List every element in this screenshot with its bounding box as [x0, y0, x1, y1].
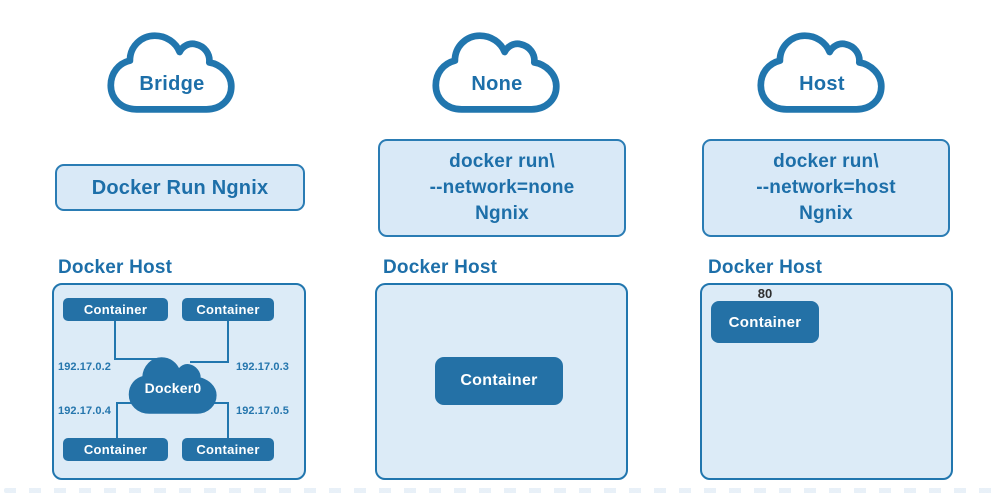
command-box-host: docker run\ --network=host Ngnix	[702, 139, 950, 237]
cloud-label: Bridge	[139, 73, 205, 95]
ip-label: 192.17.0.2	[58, 361, 111, 373]
bridge-network-cloud: Bridge	[104, 29, 240, 117]
command-text: Docker Run Ngnix	[91, 176, 269, 199]
ip-label: 192.17.0.5	[236, 405, 289, 417]
container-label: Container	[83, 302, 148, 317]
command-text-line: Ngnix	[799, 203, 853, 224]
docker0-label: Docker0	[144, 380, 202, 396]
none-network-cloud: None	[429, 29, 565, 117]
container-label: Container	[196, 302, 260, 317]
cloud-icon	[432, 32, 560, 113]
command-text-line: docker run\	[449, 151, 555, 172]
container-box: Container	[711, 301, 819, 343]
container-label: Container	[83, 442, 148, 457]
docker-host-title: Docker Host	[58, 257, 173, 278]
container-box: Container	[182, 298, 274, 321]
cloud-label: None	[471, 73, 523, 95]
command-text-line: --network=host	[756, 177, 896, 198]
docker0-cloud-icon	[128, 357, 217, 414]
cloud-icon	[107, 32, 235, 113]
cloud-icon	[757, 32, 885, 113]
container-label: Container	[460, 372, 538, 389]
container-box: Container	[182, 438, 274, 461]
command-text-line: Ngnix	[475, 203, 529, 224]
port-80-label: 80	[757, 286, 773, 301]
ip-label: 192.17.0.4	[58, 405, 111, 417]
container-box: Container	[63, 298, 168, 321]
command-box-none: docker run\ --network=none Ngnix	[378, 139, 626, 237]
host-network-cloud: Host	[754, 29, 890, 117]
container-box: Container	[435, 357, 563, 405]
docker-host-title: Docker Host	[708, 257, 823, 278]
ip-label: 192.17.0.3	[236, 361, 289, 373]
command-text-line: --network=none	[429, 177, 575, 198]
bottom-dashed-artifact	[4, 488, 996, 493]
cloud-label: Host	[799, 73, 845, 95]
command-text-line: docker run\	[773, 151, 879, 172]
docker0-bridge-cloud: Docker0	[127, 356, 219, 415]
container-label: Container	[196, 442, 260, 457]
container-box: Container	[63, 438, 168, 461]
container-label: Container	[728, 313, 802, 331]
command-box-bridge: Docker Run Ngnix	[55, 164, 305, 211]
docker-host-title: Docker Host	[383, 257, 498, 278]
